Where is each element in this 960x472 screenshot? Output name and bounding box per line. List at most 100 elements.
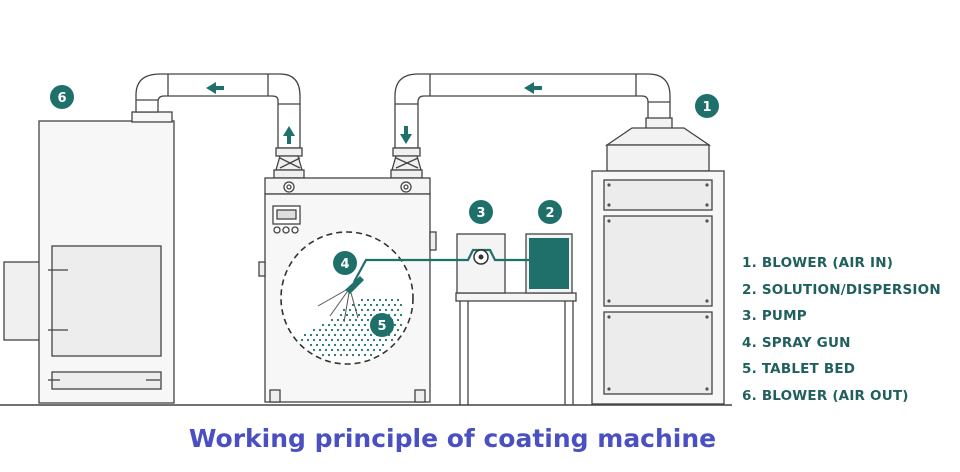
tablet-dot [348,338,352,342]
tablet-dot [330,338,334,342]
tablet-dot [336,318,340,322]
airflow-up-arrow [283,126,295,144]
badge-solution: 2 [538,200,562,224]
spray-feed-pipe [353,248,529,283]
tablet-dot [372,348,376,352]
legend-item-solution: 2. SOLUTION/DISPERSION [742,281,941,298]
badge-label-6: 6 [57,91,66,106]
airflow-down-arrow [400,126,412,144]
tablet-dot [342,328,346,332]
tablet-dot [336,328,340,332]
tablet-dot [390,298,394,302]
tablet-dot [327,353,331,357]
tablet-dot [348,328,352,332]
badge-label-3: 3 [476,206,485,221]
tablet-dot [333,353,337,357]
tablet-dot [351,353,355,357]
badge-label-2: 2 [545,206,554,221]
tablet-dot [363,353,367,357]
tablet-dot [342,348,346,352]
badge-label-1: 1 [702,100,711,115]
tablet-dot [318,338,322,342]
tablet-dot [351,323,355,327]
tablet-dot [309,333,313,337]
spray-gun-nozzle [345,276,364,294]
tablet-dot [321,323,325,327]
tablet-dot [363,343,367,347]
tablet-dot [312,328,316,332]
tablet-dot [387,303,391,307]
badge-label-4: 4 [340,257,349,272]
tablet-dot [372,338,376,342]
tablet-dot [360,318,364,322]
tablet-dot [336,338,340,342]
tablet-dot [393,313,397,317]
tablet-dot [384,338,388,342]
tablet-dot [351,333,355,337]
tablet-dot [354,348,358,352]
tablet-dot [357,313,361,317]
tablet-dot [327,323,331,327]
tablet-dot [393,323,397,327]
intake-duct [390,73,671,179]
pump-rotor-hub [478,254,484,260]
tablet-dot [366,348,370,352]
tablet-dot [348,308,352,312]
tablet-dot [381,303,385,307]
tablet-dot [348,348,352,352]
tablet-dot [363,313,367,317]
legend-item-tablet-bed: 5. TABLET BED [742,361,856,378]
tablet-dot [327,343,331,347]
tablet-dot [378,348,382,352]
tablet-dot [363,303,367,307]
tablet-dot [381,343,385,347]
legend-item-spray-gun: 4. SPRAY GUN [742,334,851,351]
tablet-dot [342,338,346,342]
tablet-dot [366,338,370,342]
tablet-dot [378,338,382,342]
tablet-dot [360,308,364,312]
tablet-dot [399,313,403,317]
tablet-dot [360,348,364,352]
tablet-dot [321,343,325,347]
tablet-dot [348,318,352,322]
tablet-dot [357,353,361,357]
tablet-dot [366,318,370,322]
tablet-dot [393,303,397,307]
tablet-dot [372,308,376,312]
tablet-dot [360,328,364,332]
tablet-dot [357,303,361,307]
tablet-dot [321,333,325,337]
exhaust-duct [135,73,305,179]
tablet-dot [393,333,397,337]
tablet-dot [315,343,319,347]
tablet-dot [390,338,394,342]
tablet-dot [318,348,322,352]
airflow-left-arrow [206,82,224,94]
tablet-dot [309,343,313,347]
tablet-dot [384,308,388,312]
tablet-dot [378,308,382,312]
tablet-dot [396,318,400,322]
tablet-dot [327,333,331,337]
badge-blower-air-out: 6 [50,85,74,109]
tablet-dot [363,323,367,327]
tablet-dot [333,343,337,347]
tablet-dot [321,353,325,357]
badge-spray-gun: 4 [333,251,357,275]
tablet-dot [333,323,337,327]
tablet-dot [360,338,364,342]
airflow-left-arrow-2 [524,82,542,94]
legend-item-blower-air-out: 6. BLOWER (AIR OUT) [742,387,909,404]
tablet-dot [315,333,319,337]
solution-tank [529,238,569,289]
tablet-dot [324,348,328,352]
tablet-dot [372,298,376,302]
badge-label-5: 5 [377,319,386,334]
badge-tablet-bed: 5 [370,313,394,337]
tablet-dot [351,303,355,307]
tablet-dot [324,328,328,332]
tablet-dot [378,298,382,302]
tablet-dot [303,333,307,337]
